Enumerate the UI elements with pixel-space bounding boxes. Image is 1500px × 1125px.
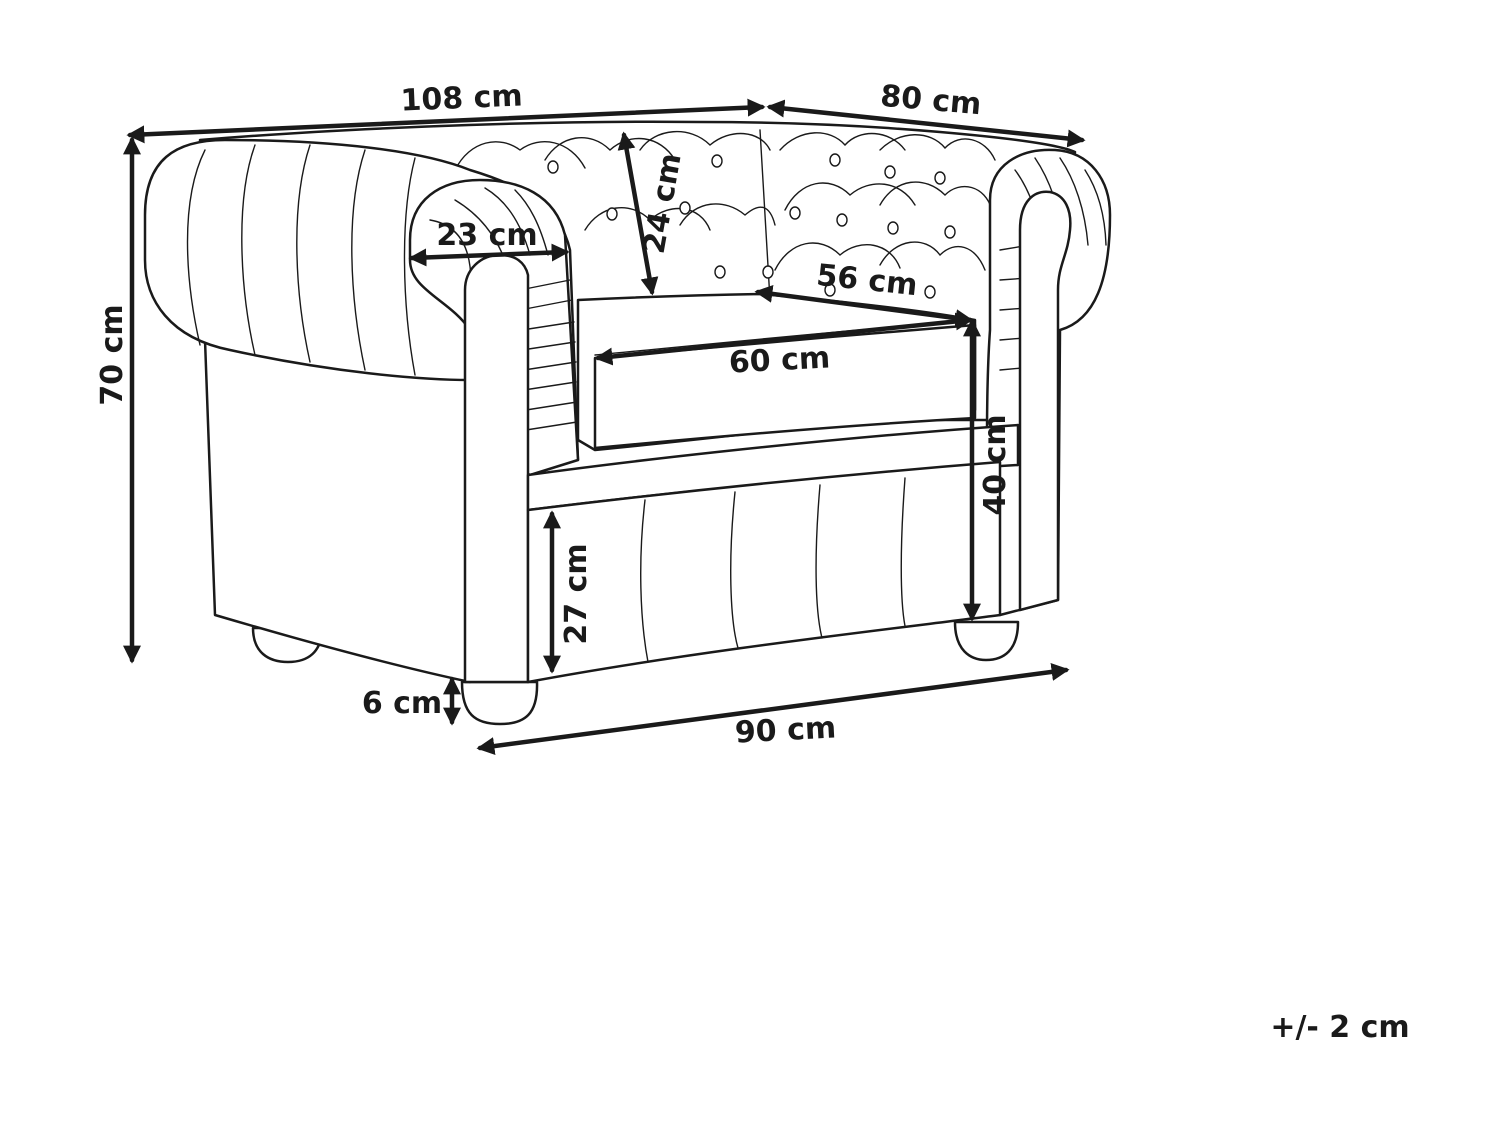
depth-label: 80 cm xyxy=(879,79,983,123)
left-side-panel xyxy=(203,338,472,684)
width-dimension-line xyxy=(126,98,766,144)
arm-width-dimension-line xyxy=(408,243,570,267)
inner-width-label: 90 cm xyxy=(734,710,837,750)
armchair-illustration xyxy=(143,120,1112,726)
inner-width-dimension-line xyxy=(476,662,1070,756)
front-left-leg xyxy=(460,680,539,726)
tolerance-note: +/- 2 cm xyxy=(1270,1010,1409,1045)
arm-width-label: 23 cm xyxy=(436,218,537,253)
width-label: 108 cm xyxy=(400,78,524,118)
leg-height-label: 6 cm xyxy=(362,686,442,721)
left-arm-post xyxy=(463,253,530,684)
seat-width-dimension-line xyxy=(594,312,974,366)
front-skirt xyxy=(526,460,1002,684)
depth-dimension-line xyxy=(766,99,1086,148)
front-skirt-pleats xyxy=(640,477,906,663)
seat-height-label: 40 cm xyxy=(978,414,1013,515)
height-label: 70 cm xyxy=(95,304,130,405)
seat-width-label: 60 cm xyxy=(728,340,831,380)
left-arm-roll-pleats xyxy=(186,144,416,376)
right-arm-front xyxy=(1018,190,1072,612)
back-height-dimension-line xyxy=(617,131,659,296)
dimension-lines xyxy=(123,98,1086,756)
front-right-leg xyxy=(953,620,1020,662)
under-seat-height-label: 27 cm xyxy=(559,543,594,644)
